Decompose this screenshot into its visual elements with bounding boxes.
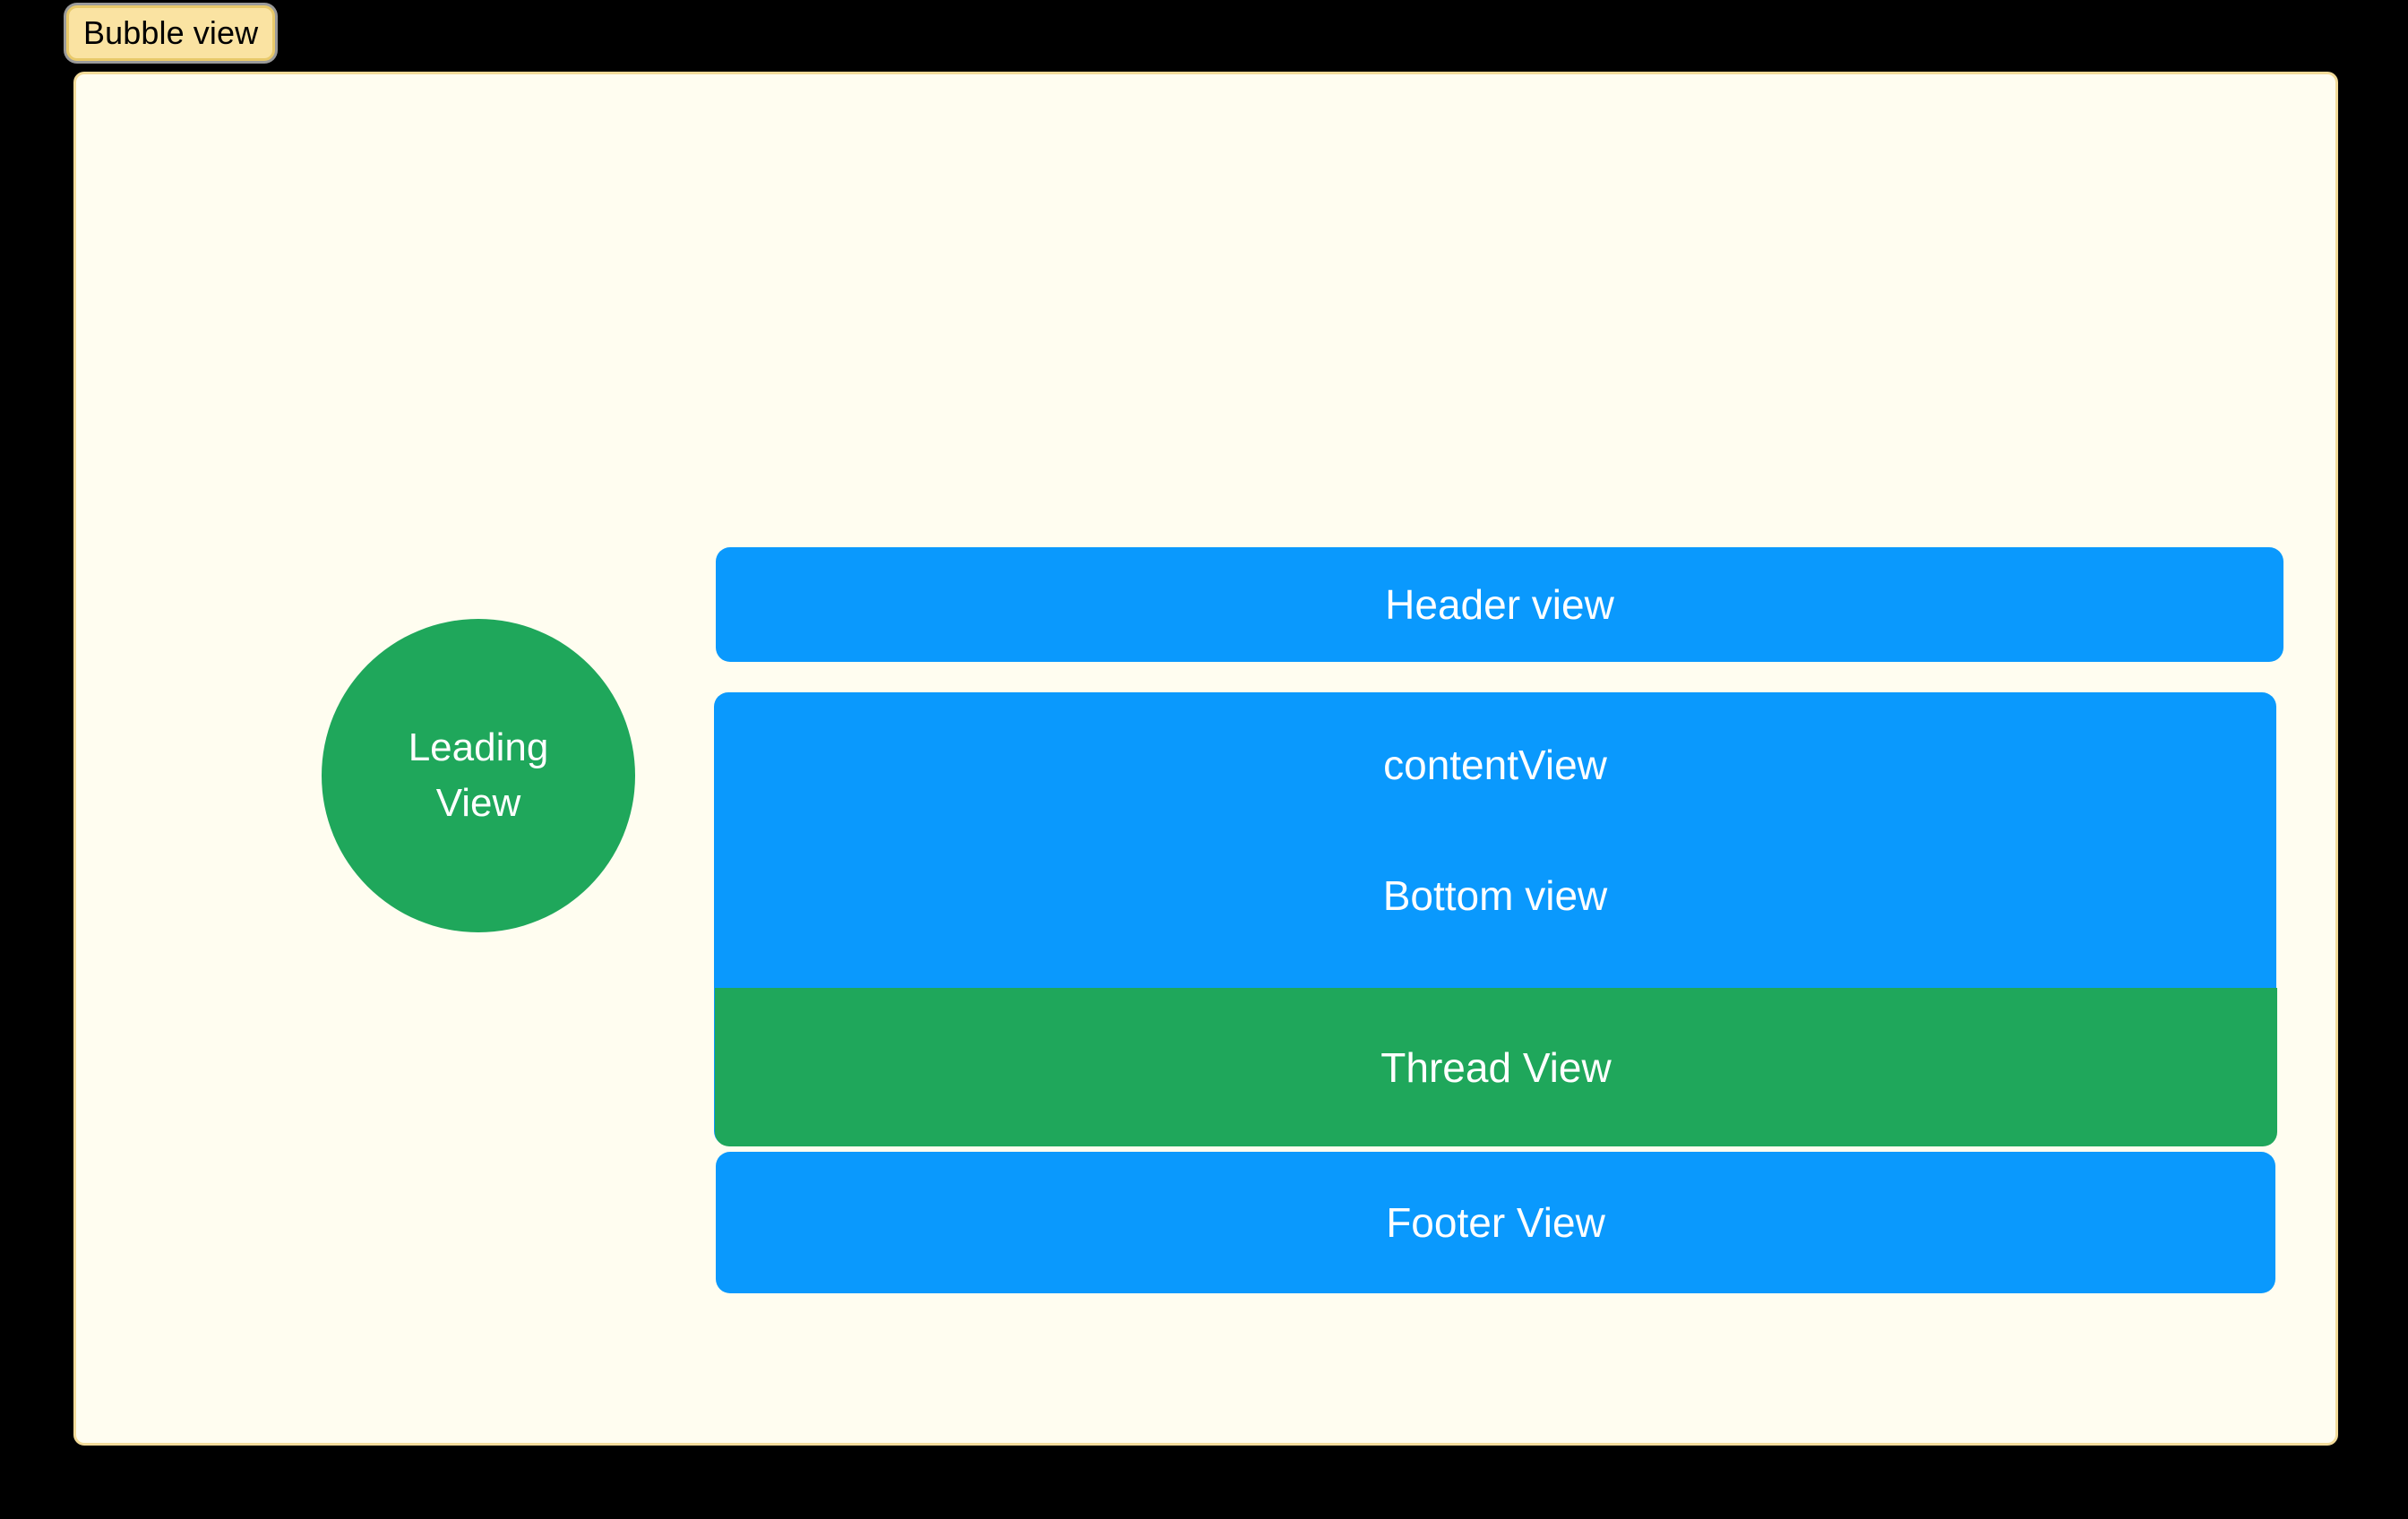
footer-view-block[interactable]: Footer View — [716, 1152, 2275, 1293]
content-view-label: contentView — [1383, 742, 1607, 788]
bottom-view-label: Bottom view — [1382, 872, 1608, 919]
footer-view-label: Footer View — [1386, 1199, 1605, 1246]
leading-view-label-line1: Leading — [408, 725, 549, 769]
thread-view-label: Thread View — [1380, 1043, 1612, 1091]
header-view-label: Header view — [1385, 581, 1614, 628]
bubble-view-badge[interactable]: Bubble view — [66, 5, 276, 61]
leading-view-label-line2: View — [435, 781, 521, 825]
thread-view-block[interactable]: Thread View — [715, 988, 2277, 1146]
bubble-view-canvas: Leading View Header view contentView Bot… — [73, 72, 2338, 1446]
header-view-block[interactable]: Header view — [716, 547, 2283, 662]
leading-view-circle[interactable]: Leading View — [322, 619, 635, 932]
bubble-view-badge-label: Bubble view — [83, 14, 259, 51]
